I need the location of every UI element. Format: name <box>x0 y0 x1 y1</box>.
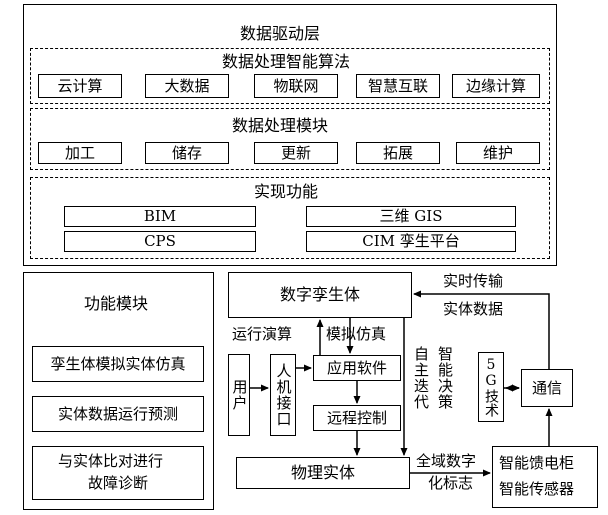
algo-big-data: 大数据 <box>145 74 229 98</box>
entity-data-label: 实体数据 <box>443 300 504 318</box>
functions-group <box>30 177 550 259</box>
module-runtime-prediction: 实体数据运行预测 <box>32 396 204 432</box>
module-twin-simulation: 孪生体模拟实体仿真 <box>32 346 204 382</box>
algo-cloud-computing: 云计算 <box>38 74 122 98</box>
user-box: 用户 <box>228 354 250 436</box>
process-update: 更新 <box>254 142 338 164</box>
process-expand: 拓展 <box>356 142 440 164</box>
physical-entity-box: 物理实体 <box>236 457 410 489</box>
function-bim: BIM <box>64 206 256 227</box>
autonomous-iteration-label: 自主迭代 <box>412 346 430 410</box>
module-fault-diagnosis-line2: 故障诊断 <box>88 474 149 492</box>
run-calc-label: 运行演算 <box>232 325 293 343</box>
process-storage: 储存 <box>145 142 229 164</box>
data-driven-layer-title: 数据驱动层 <box>240 24 321 43</box>
realtime-transfer-label: 实时传输 <box>443 272 504 290</box>
smart-cabinet-label: 智能馈电柜 <box>499 454 575 472</box>
processing-group <box>30 108 550 170</box>
digital-mark-label-line1: 全域数字 <box>416 452 477 470</box>
function-cim-twin-platform: CIM 孪生平台 <box>306 231 516 252</box>
function-module-title: 功能模块 <box>84 294 149 313</box>
processing-title: 数据处理模块 <box>232 116 329 135</box>
hmi-box: 人机接口 <box>270 354 296 436</box>
algo-edge-computing: 边缘计算 <box>452 74 540 98</box>
digital-mark-label-line2: 化标志 <box>428 474 474 492</box>
function-3d-gis: 三维 GIS <box>306 206 516 227</box>
remote-control-box: 远程控制 <box>313 405 401 431</box>
algo-iot: 物联网 <box>254 74 338 98</box>
functions-title: 实现功能 <box>254 182 319 201</box>
process-processing: 加工 <box>38 142 122 164</box>
cabinet-sensor-box <box>492 446 598 508</box>
function-cps: CPS <box>64 231 256 252</box>
process-maintain: 维护 <box>456 142 540 164</box>
arrow-comm-to-twin <box>413 290 550 369</box>
app-software-box: 应用软件 <box>313 355 401 381</box>
algorithms-group <box>30 48 550 104</box>
algo-smart-interconnect: 智慧互联 <box>356 74 440 98</box>
5g-tech-box: 5G技术 <box>478 352 504 422</box>
module-fault-diagnosis <box>32 446 204 500</box>
communication-box: 通信 <box>521 369 573 407</box>
algorithms-title: 数据处理智能算法 <box>222 52 351 71</box>
simulation-label: 模拟仿真 <box>326 325 387 343</box>
smart-sensor-label: 智能传感器 <box>499 480 575 498</box>
smart-decision-label: 智能决策 <box>436 346 454 410</box>
module-fault-diagnosis-line1: 与实体比对进行 <box>58 452 164 470</box>
digital-twin-box: 数字孪生体 <box>228 272 412 318</box>
